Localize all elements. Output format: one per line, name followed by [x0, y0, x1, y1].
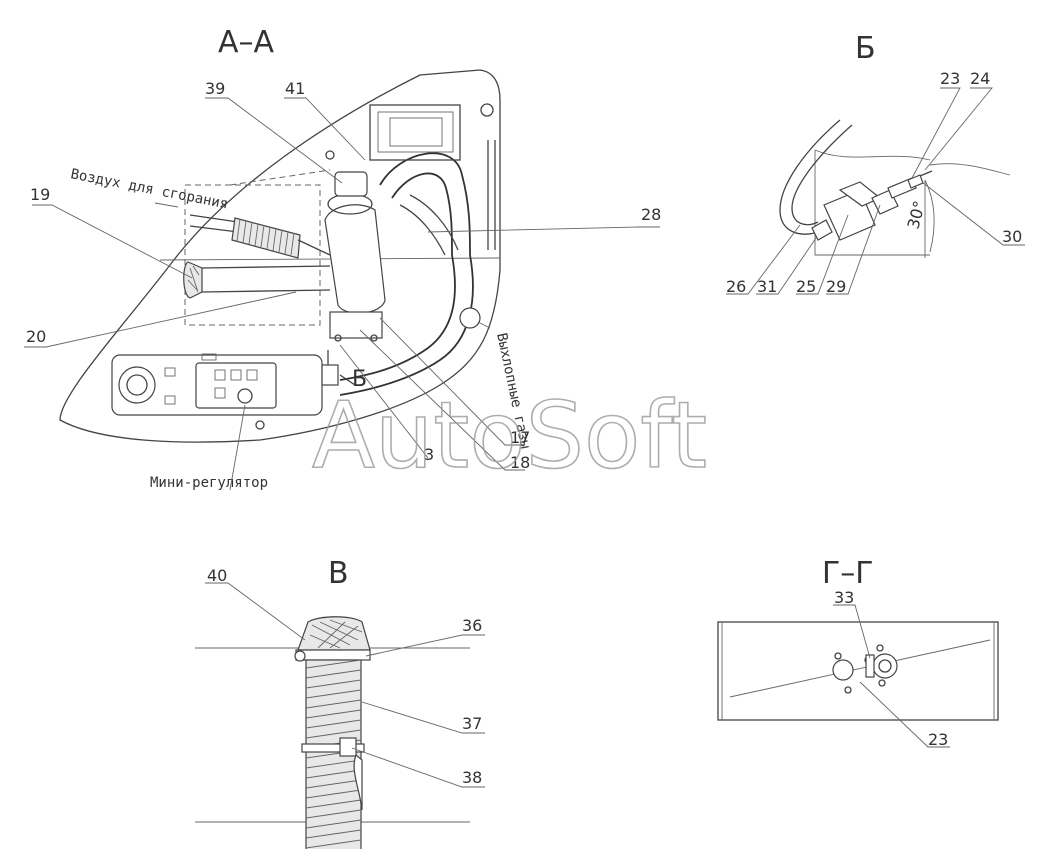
compartment-outline: [184, 184, 321, 326]
callout-28: 28: [641, 205, 661, 224]
body-line: [159, 257, 501, 261]
exhaust-cap: [297, 616, 371, 651]
intake-pipe: [201, 265, 331, 293]
callout-24: 24: [970, 69, 990, 88]
callout-23-b: 23: [940, 69, 960, 88]
view-title-b: Б: [855, 31, 876, 66]
callout-20: 20: [26, 327, 46, 346]
clamp-screw: [339, 737, 357, 757]
callout-30: 30: [1002, 227, 1022, 246]
clamp-ring: [295, 649, 371, 661]
section-marker-b: Б: [352, 367, 367, 392]
callout-29: 29: [826, 277, 846, 296]
callout-31: 31: [757, 277, 777, 296]
intake-silencer: [183, 261, 331, 299]
exhaust-outlet: [459, 307, 481, 329]
note-combustion-air: Воздух для сгорания: [69, 166, 229, 212]
fuel-connector: [321, 364, 339, 386]
callout-25: 25: [796, 277, 816, 296]
callout-40: 40: [207, 566, 227, 585]
view-b: Б 30° 23 24 30 26 31 25: [726, 31, 1025, 296]
callout-23-g: 23: [928, 730, 948, 749]
heater-connector: [334, 171, 368, 197]
mini-regulator-panel: [195, 362, 277, 409]
callout-3: 3: [424, 445, 434, 464]
exhaust-pipe: [339, 152, 481, 396]
view-title-g-g: Г–Г: [822, 556, 874, 591]
callout-26: 26: [726, 277, 746, 296]
view-title-v: В: [328, 556, 349, 591]
panel-edge: [814, 150, 930, 256]
callout-38: 38: [462, 768, 482, 787]
note-mini-regulator: Мини-регулятор: [150, 475, 268, 491]
tank-section: [717, 621, 999, 721]
control-panel: [111, 353, 323, 430]
view-g-g: Г–Г 33 23: [717, 556, 999, 749]
callout-41: 41: [285, 79, 305, 98]
compartment-outline-top: [229, 169, 331, 186]
watermark: AutoSoft: [312, 382, 707, 489]
callout-18: 18: [510, 453, 530, 472]
panel-knob: [118, 366, 156, 404]
view-title-a-a: А–А: [218, 25, 275, 60]
callouts-a-a: 39 41 19 20 28 17 18 3: [24, 79, 661, 472]
callout-36: 36: [462, 616, 482, 635]
regulator-knob: [237, 388, 253, 404]
fitting-left: [832, 659, 854, 681]
heater-bracket: [329, 311, 383, 339]
callout-17: 17: [510, 428, 530, 447]
view-v: В 40 36 37 38: [195, 556, 485, 849]
vehicle-body-contour: [59, 69, 501, 443]
lower-clamp: [301, 743, 365, 753]
callout-19: 19: [30, 185, 50, 204]
air-intake-corrugated-hose: [231, 217, 301, 259]
air-pipe-end: [189, 214, 239, 223]
heater-unit: [324, 171, 386, 342]
callout-39: 39: [205, 79, 225, 98]
callout-37: 37: [462, 714, 482, 733]
fuel-intake-tube: [865, 654, 875, 678]
fuel-pipe-bend: [779, 119, 841, 235]
tank-centerline: [729, 639, 991, 698]
callout-33: 33: [834, 588, 854, 607]
upper-bracket: [325, 103, 496, 250]
fitting-right: [872, 653, 898, 679]
